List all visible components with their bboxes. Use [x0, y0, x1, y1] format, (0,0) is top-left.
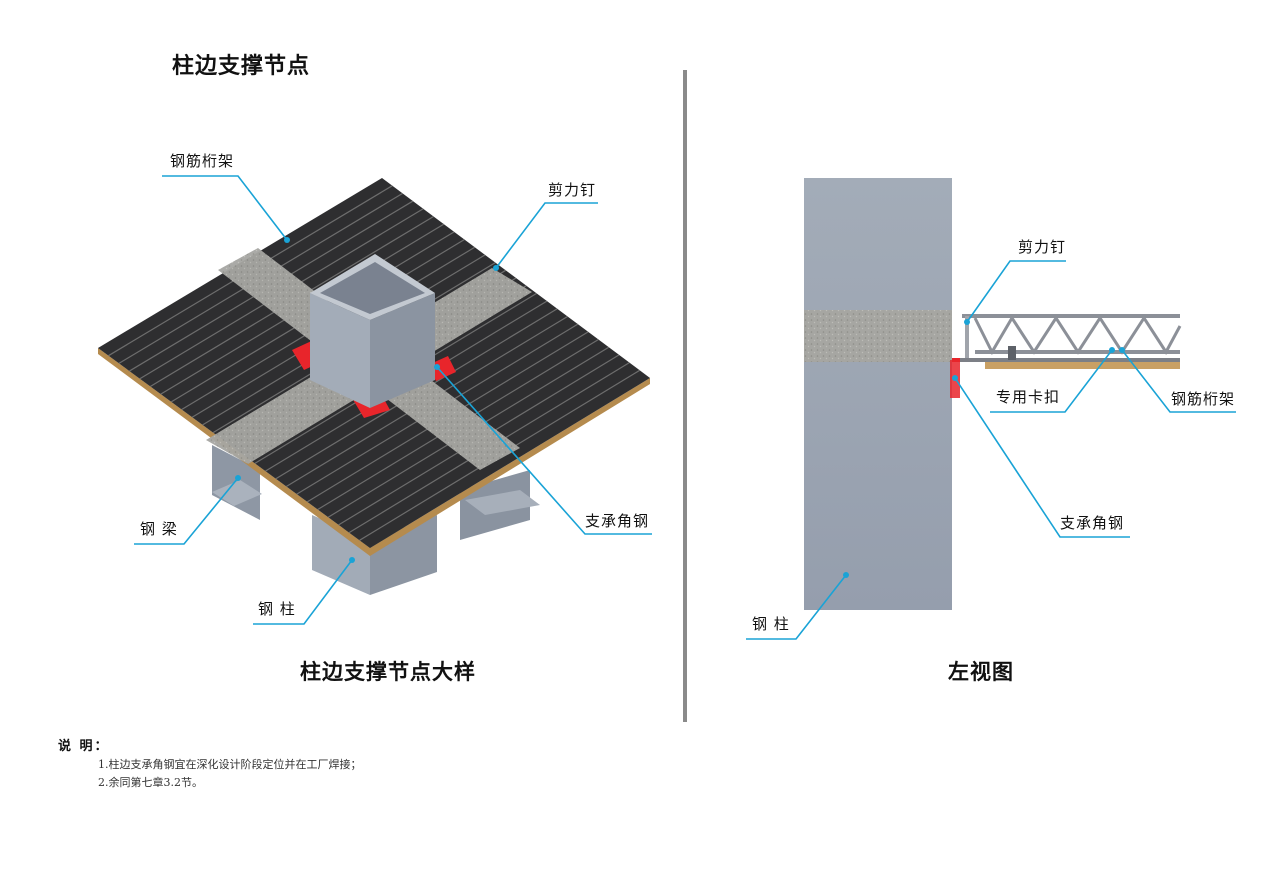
label-column: 钢 柱: [258, 600, 296, 618]
steel-column-hollow: [320, 262, 425, 314]
label-stud-side: 剪力钉: [1018, 238, 1067, 256]
truss-web: [973, 315, 1182, 356]
leader-dots-left: [235, 237, 499, 563]
leader-lines-right: [746, 260, 1236, 640]
steel-column-upper-front: [310, 293, 370, 408]
steel-column-side: [804, 178, 952, 610]
label-angle: 支承角钢: [585, 512, 650, 530]
caption-side-view: 左视图: [948, 660, 1014, 684]
note-item: 2.余同第七章3.2节。: [98, 776, 203, 789]
side-view: [746, 178, 1236, 640]
label-stud: 剪力钉: [548, 181, 597, 199]
steel-beam-right-flange: [465, 490, 540, 515]
label-angle-side: 支承角钢: [1060, 514, 1125, 532]
leader-dots-right: [843, 319, 1125, 578]
leader-lines-left: [134, 175, 652, 625]
steel-beam-left-flange: [212, 480, 262, 506]
shear-stud-side: [965, 316, 969, 358]
clip-side: [1008, 346, 1016, 360]
concrete-band: [804, 310, 952, 362]
note-item: 1.柱边支承角钢宜在深化设计阶段定位并在工厂焊接；: [98, 758, 362, 771]
page-title: 柱边支撑节点: [172, 54, 311, 79]
label-beam: 钢 梁: [140, 520, 178, 538]
truss-top-chord: [962, 314, 1180, 318]
notes-heading: 说 明：: [58, 739, 110, 754]
isometric-view: [98, 175, 652, 625]
deck-plate: [960, 358, 1180, 362]
label-clip: 专用卡扣: [996, 388, 1061, 406]
label-column-side: 钢 柱: [752, 615, 790, 633]
deck-plank: [985, 362, 1180, 369]
panel-divider: [683, 70, 687, 722]
caption-detail: 柱边支撑节点大样: [300, 660, 476, 684]
steel-column-upper-side: [370, 293, 435, 408]
label-truss: 钢筋桁架: [170, 152, 235, 170]
label-truss-side: 钢筋桁架: [1171, 390, 1236, 408]
